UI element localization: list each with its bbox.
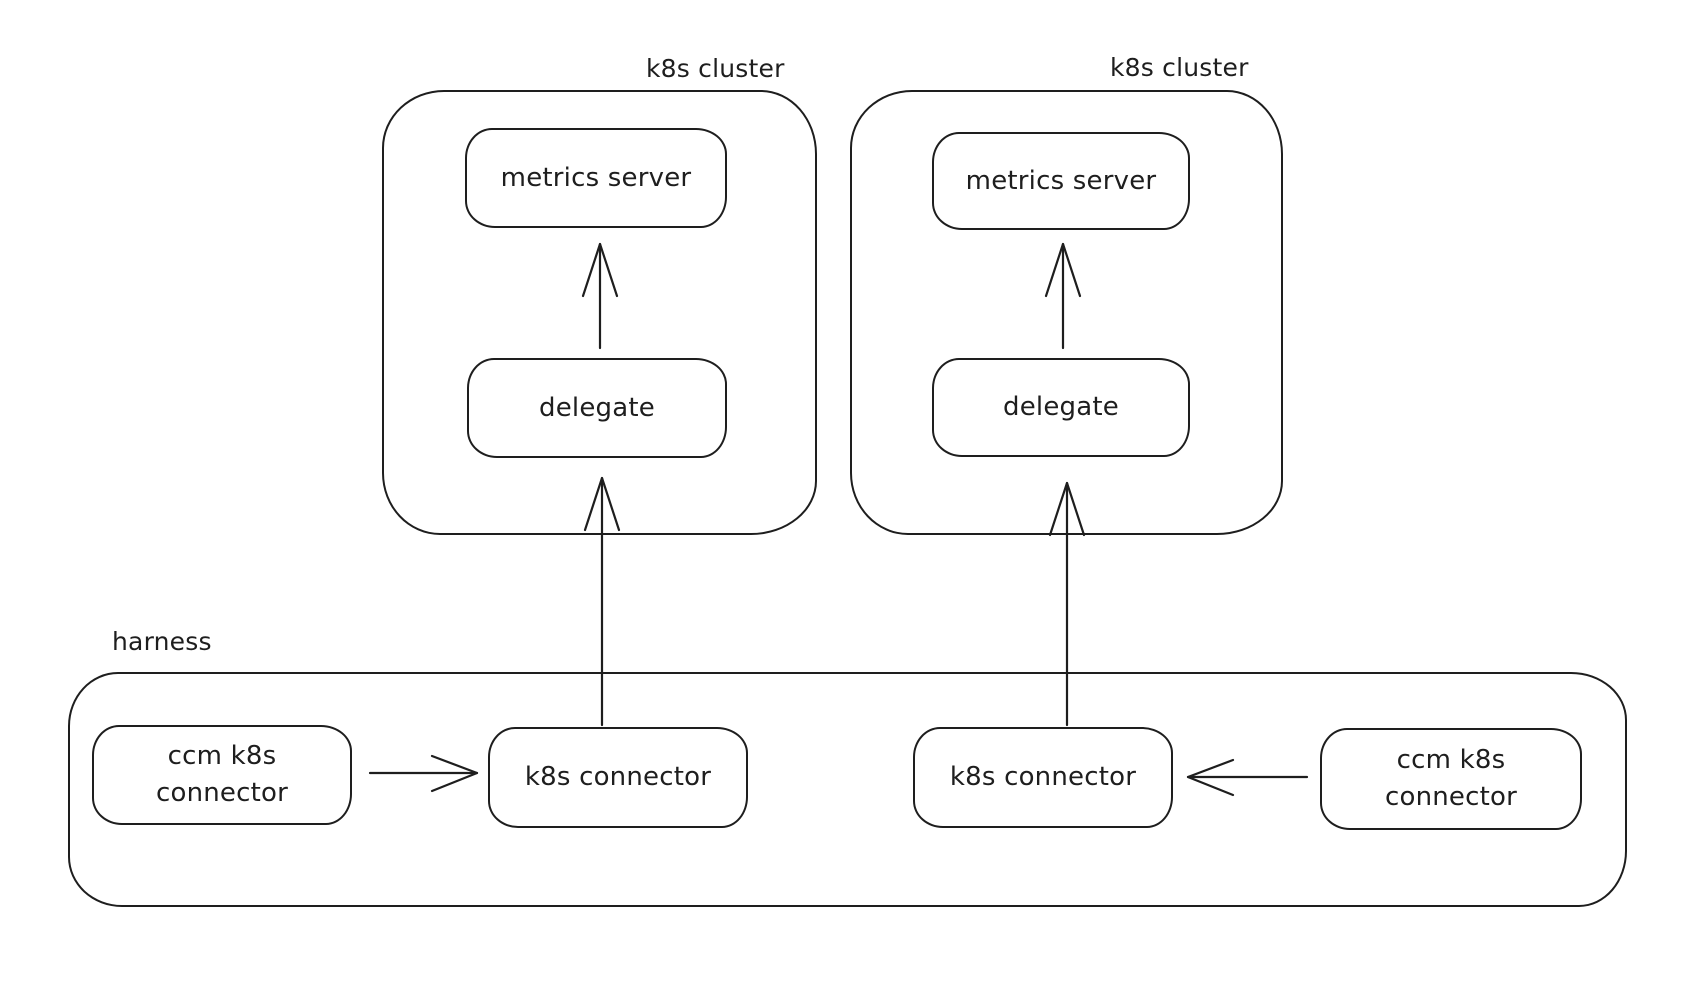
node-metrics-server-left: metrics server xyxy=(465,128,727,228)
node-k8s-connector-right: k8s connector xyxy=(913,727,1173,828)
node-k8s-connector-left: k8s connector xyxy=(488,727,748,828)
node-ccm-k8s-connector-left: ccm k8s connector xyxy=(92,725,352,825)
cluster-right-label: k8s cluster xyxy=(1110,53,1249,82)
harness-label: harness xyxy=(112,627,212,656)
node-delegate-left: delegate xyxy=(467,358,727,458)
cluster-left-label: k8s cluster xyxy=(646,54,785,83)
node-delegate-right: delegate xyxy=(932,358,1190,457)
node-metrics-server-right: metrics server xyxy=(932,132,1190,230)
node-ccm-k8s-connector-right: ccm k8s connector xyxy=(1320,728,1582,830)
